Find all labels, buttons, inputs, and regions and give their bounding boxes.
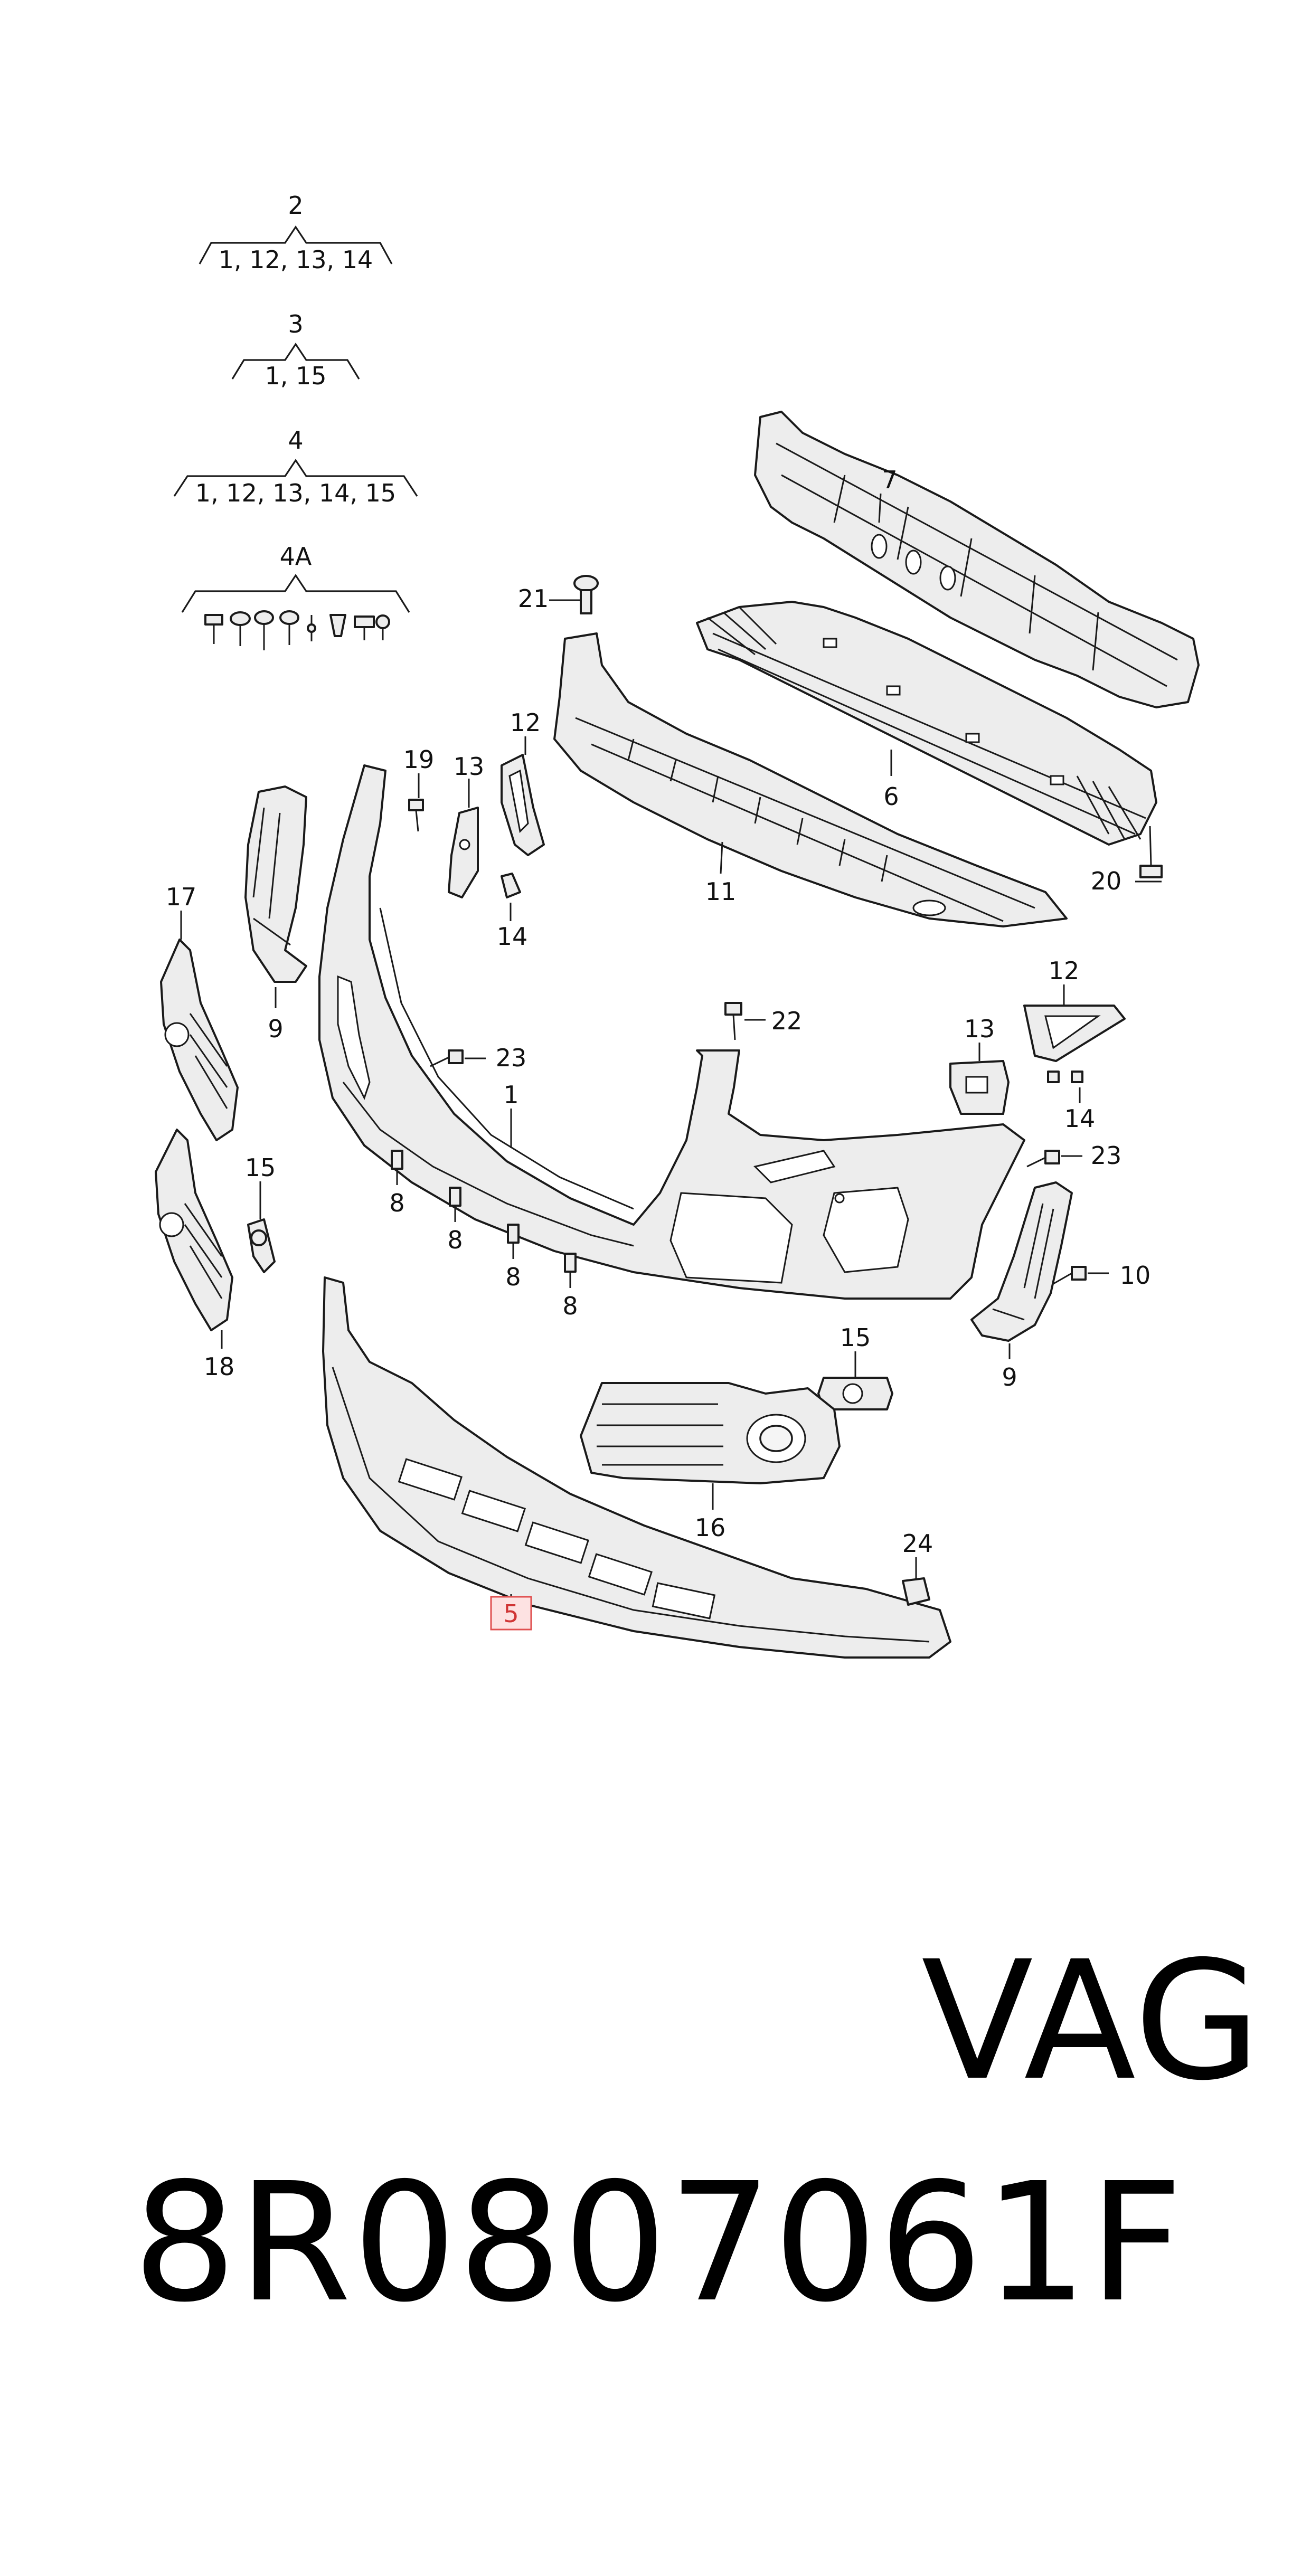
part-13-bracket-lower [949,1060,1010,1115]
clip-icon [573,575,599,614]
callout-11: 11 [705,877,737,906]
callout-18: 18 [204,1352,235,1381]
callout-12-lower: 12 [1049,956,1080,985]
callout-13-lower: 13 [964,1015,995,1043]
screw-icon [1026,1150,1060,1168]
callout-12-upper: 12 [510,708,541,737]
callout-15-left: 15 [245,1153,276,1182]
group-members: 1, 12, 13, 14 [219,245,373,274]
highlighted-part-box: 5 [490,1596,532,1631]
group-label: 4 [288,426,303,454]
footer: 8R0807061F VAG [26,1911,1283,2338]
callout-9-right: 9 [1002,1363,1017,1391]
part-14-clip-lower [1047,1071,1083,1083]
screw-icon [1053,1266,1087,1285]
part-15-holder-left [247,1218,276,1273]
part-18-grille-left-lower [155,1129,233,1331]
callout-23-right: 23 [1091,1141,1122,1170]
part-6-carrier-grille [696,601,1157,846]
callout-10: 10 [1120,1261,1151,1290]
clip-icon [391,1150,403,1170]
callout-16: 16 [695,1513,726,1542]
callout-9-left: 9 [268,1015,283,1043]
callout-8-a: 8 [389,1189,404,1217]
screw-icon [724,1002,742,1040]
group-legend-4: 4 1, 12, 13, 14, 15 [173,426,418,507]
clip-icon [507,1224,520,1244]
part-9-side-bracket-left [244,785,307,983]
part-number: 8R0807061F [133,2148,1184,2338]
part-5-lower-spoiler [322,1276,951,1659]
part-9-side-bracket-right [970,1181,1073,1342]
part-12-cover-lower [1023,1005,1126,1062]
clip-icon [449,1187,461,1207]
callout-13-upper: 13 [454,752,485,781]
part-14-clip-upper [501,873,521,898]
callout-8-b: 8 [447,1226,463,1254]
screw-icon [408,799,424,832]
group-label: 4A [280,542,312,571]
vendor-name: VAG [921,1926,1262,2117]
callout-14-lower: 14 [1064,1104,1096,1133]
part-13-bracket-upper [448,807,479,898]
callout-19: 19 [403,745,435,774]
callout-21: 21 [518,584,549,613]
callout-8-d: 8 [562,1292,578,1320]
callout-7: 7 [882,466,897,494]
clip-icon [902,1577,930,1606]
screw-icon [1139,826,1163,878]
screw-icon [430,1049,464,1067]
part-11-air-guide [553,632,1068,927]
group-members: 1, 12, 13, 14, 15 [195,479,396,507]
callout-23-left: 23 [496,1044,527,1072]
callout-22: 22 [771,1007,803,1035]
group-members: 1, 15 [265,362,326,390]
callout-14-upper: 14 [497,922,528,951]
callout-5: 5 [503,1599,518,1628]
group-legend-2: 2 1, 12, 13, 14 [199,191,393,274]
part-12-cover-upper [501,754,545,856]
callout-1: 1 [503,1081,518,1109]
clip-icon [564,1253,577,1273]
part-1-bumper-cover [318,764,1025,1300]
callout-15-right: 15 [840,1323,871,1352]
part-16-fog-grille [580,1382,841,1484]
part-17-grille-left-upper [160,939,239,1141]
callout-8-c: 8 [505,1263,521,1291]
parts-diagram: 2 1, 12, 13, 14 3 1, 15 4 1, 12, 13, 14,… [155,191,1200,1659]
group-label: 2 [288,191,303,220]
callout-20: 20 [1091,867,1122,895]
callout-24: 24 [902,1529,933,1558]
part-15-holder-right [817,1377,893,1410]
part-7-impact-absorber [754,411,1200,708]
group-label: 3 [288,310,303,338]
fastener-set-icon [204,610,390,650]
callout-17: 17 [166,883,197,911]
callout-6: 6 [883,782,899,811]
group-legend-4a: 4A [181,542,410,650]
group-legend-3: 3 1, 15 [231,310,360,390]
